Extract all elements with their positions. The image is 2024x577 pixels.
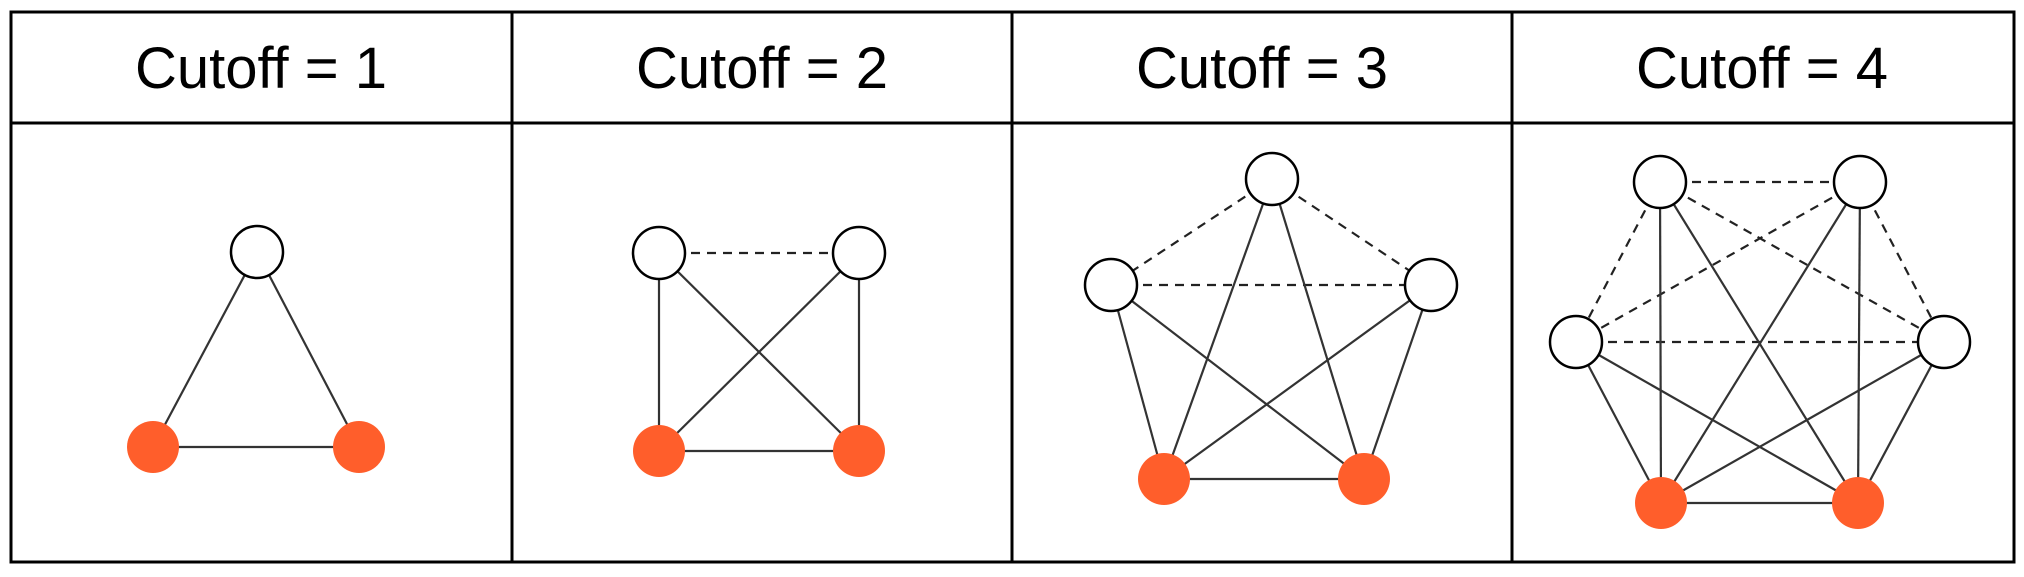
filled-node	[1338, 453, 1390, 505]
solid-edge	[1575, 341, 1662, 504]
open-node	[1916, 314, 1972, 370]
dashed-edge	[1575, 181, 1861, 343]
solid-edge	[1270, 178, 1366, 480]
panel-title-3: Cutoff = 3	[1136, 36, 1388, 101]
solid-edge	[152, 251, 258, 448]
solid-edge	[1660, 341, 1945, 504]
graph-panel-2	[631, 225, 887, 477]
solid-edge	[1659, 181, 1859, 504]
filled-node	[333, 421, 385, 473]
filled-node	[1635, 477, 1687, 529]
filled-node	[633, 425, 685, 477]
open-node	[631, 225, 687, 281]
open-node	[1083, 257, 1139, 313]
open-node	[1244, 151, 1300, 207]
solid-edge	[1660, 181, 1861, 504]
solid-edge	[1110, 284, 1365, 480]
solid-edge	[1575, 341, 1859, 504]
graph-panel-4	[1548, 154, 1972, 529]
solid-edge	[1856, 181, 1862, 504]
open-node	[1548, 314, 1604, 370]
open-node	[1632, 154, 1688, 210]
dashed-edge	[1575, 181, 1661, 343]
filled-node	[127, 421, 179, 473]
open-node	[1403, 257, 1459, 313]
dashed-edge	[1110, 178, 1273, 286]
solid-edge	[1162, 178, 1274, 480]
graph-panels	[127, 151, 1972, 529]
filled-node	[1138, 453, 1190, 505]
table-grid	[9, 10, 2016, 564]
open-node	[831, 225, 887, 281]
solid-edge	[256, 251, 360, 448]
dashed-edge	[1271, 178, 1432, 286]
solid-edge	[1362, 284, 1433, 480]
solid-edge	[658, 252, 860, 452]
dashed-edge	[1859, 181, 1945, 343]
panel-title-4: Cutoff = 4	[1636, 36, 1888, 101]
filled-node	[833, 425, 885, 477]
dashed-edge	[1659, 181, 1945, 343]
graph-panel-1	[127, 224, 385, 473]
panel-title-1: Cutoff = 1	[135, 36, 387, 101]
panel-title-2: Cutoff = 2	[636, 36, 888, 101]
solid-edge	[1857, 341, 1945, 504]
solid-edge	[1163, 284, 1432, 480]
open-node	[229, 224, 285, 280]
graph-panel-3	[1083, 151, 1459, 505]
solid-edge	[1109, 284, 1166, 480]
open-node	[1832, 154, 1888, 210]
solid-edge	[1658, 181, 1663, 504]
filled-node	[1832, 477, 1884, 529]
